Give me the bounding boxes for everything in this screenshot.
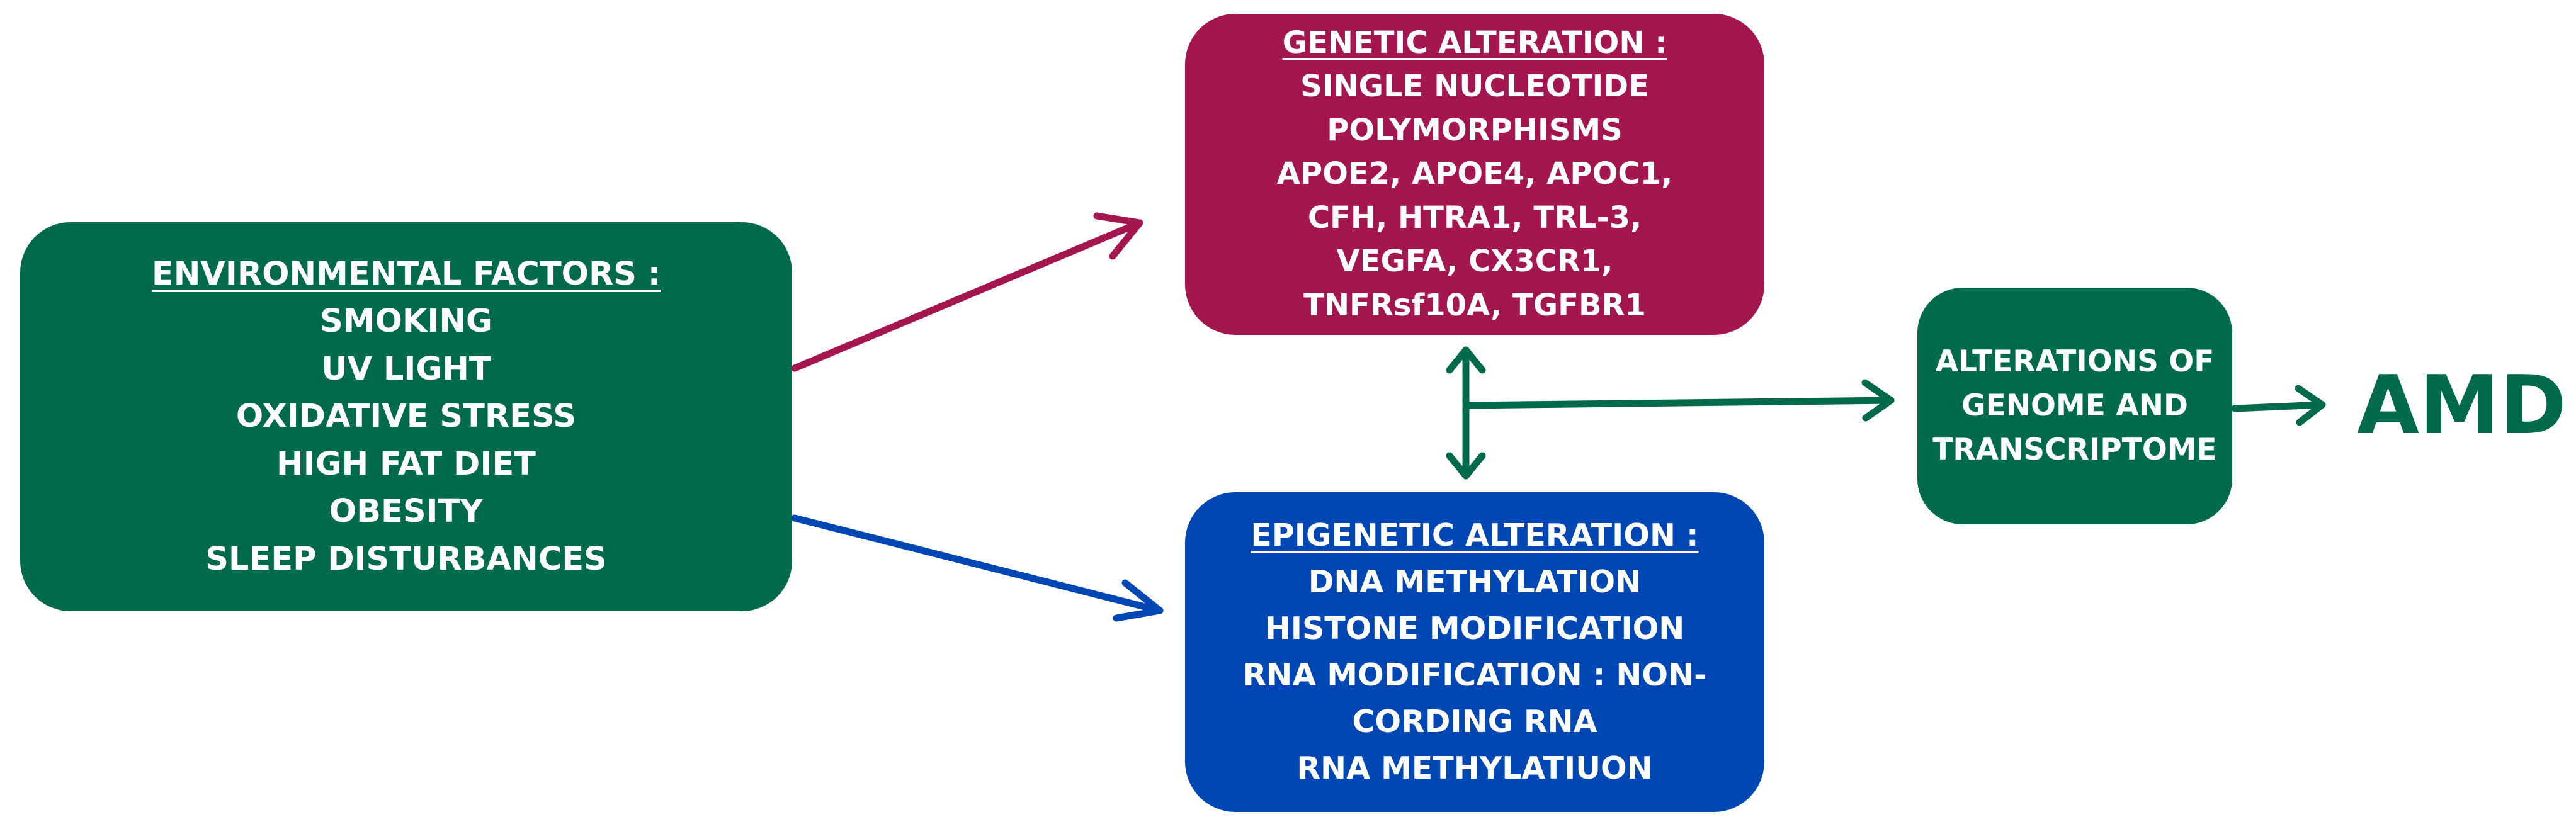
alterations-label-line: TRANSCRIPTOME: [1932, 432, 2217, 467]
epigenetic-alteration-item: RNA METHYLATIUON: [1297, 750, 1653, 786]
epigenetic-alteration-heading: EPIGENETIC ALTERATION :: [1251, 517, 1699, 553]
arrow-genetic-epigenetic-bidirectional: [1446, 346, 1486, 480]
epigenetic-alteration-item: RNA MODIFICATION : NON-: [1242, 657, 1707, 693]
epigenetic-alteration-item: HISTONE MODIFICATION: [1264, 611, 1685, 646]
genetic-alteration-heading: GENETIC ALTERATION :: [1282, 25, 1667, 60]
genome-transcriptome-alterations-box: ALTERATIONS OF GENOME AND TRANSCRIPTOME: [1917, 288, 2232, 524]
epigenetic-alteration-box: EPIGENETIC ALTERATION : DNA METHYLATION …: [1185, 492, 1764, 812]
genetic-alteration-box: GENETIC ALTERATION : SINGLE NUCLEOTIDE P…: [1185, 14, 1764, 335]
environmental-factor-item: SLEEP DISTURBANCES: [205, 540, 607, 578]
arrow-environmental-to-epigenetic: [791, 514, 1164, 622]
environmental-factors-heading: ENVIRONMENTAL FACTORS :: [151, 255, 661, 293]
genetic-alteration-item: TNFRsf10A, TGFBR1: [1303, 287, 1646, 323]
environmental-factor-item: UV LIGHT: [321, 350, 491, 388]
genetic-alteration-item: VEGFA, CX3CR1,: [1336, 244, 1613, 279]
genetic-alteration-item: SINGLE NUCLEOTIDE: [1300, 69, 1649, 104]
genetic-alteration-item: POLYMORPHISMS: [1327, 112, 1623, 148]
environmental-factor-item: OBESITY: [329, 493, 484, 531]
amd-outcome-label: AMD: [2357, 359, 2567, 453]
environmental-factor-item: HIGH FAT DIET: [276, 445, 536, 483]
alterations-label-line: GENOME AND: [1961, 388, 2188, 423]
environmental-factors-box: ENVIRONMENTAL FACTORS : SMOKING UV LIGHT…: [20, 222, 792, 611]
environmental-factor-item: SMOKING: [320, 303, 492, 341]
epigenetic-alteration-item: DNA METHYLATION: [1308, 564, 1642, 600]
epigenetic-alteration-item: CORDING RNA: [1352, 704, 1597, 740]
alterations-label-line: ALTERATIONS OF: [1935, 344, 2215, 379]
environmental-factor-item: OXIDATIVE STRESS: [235, 398, 577, 436]
arrow-environmental-to-genetic: [791, 212, 1143, 372]
arrow-alterations-to-amd: [2231, 385, 2326, 426]
genetic-alteration-item: APOE2, APOE4, APOC1,: [1276, 156, 1673, 192]
genetic-alteration-item: CFH, HTRA1, TRL-3,: [1307, 200, 1642, 235]
arrow-link-to-alterations: [1462, 379, 1895, 422]
